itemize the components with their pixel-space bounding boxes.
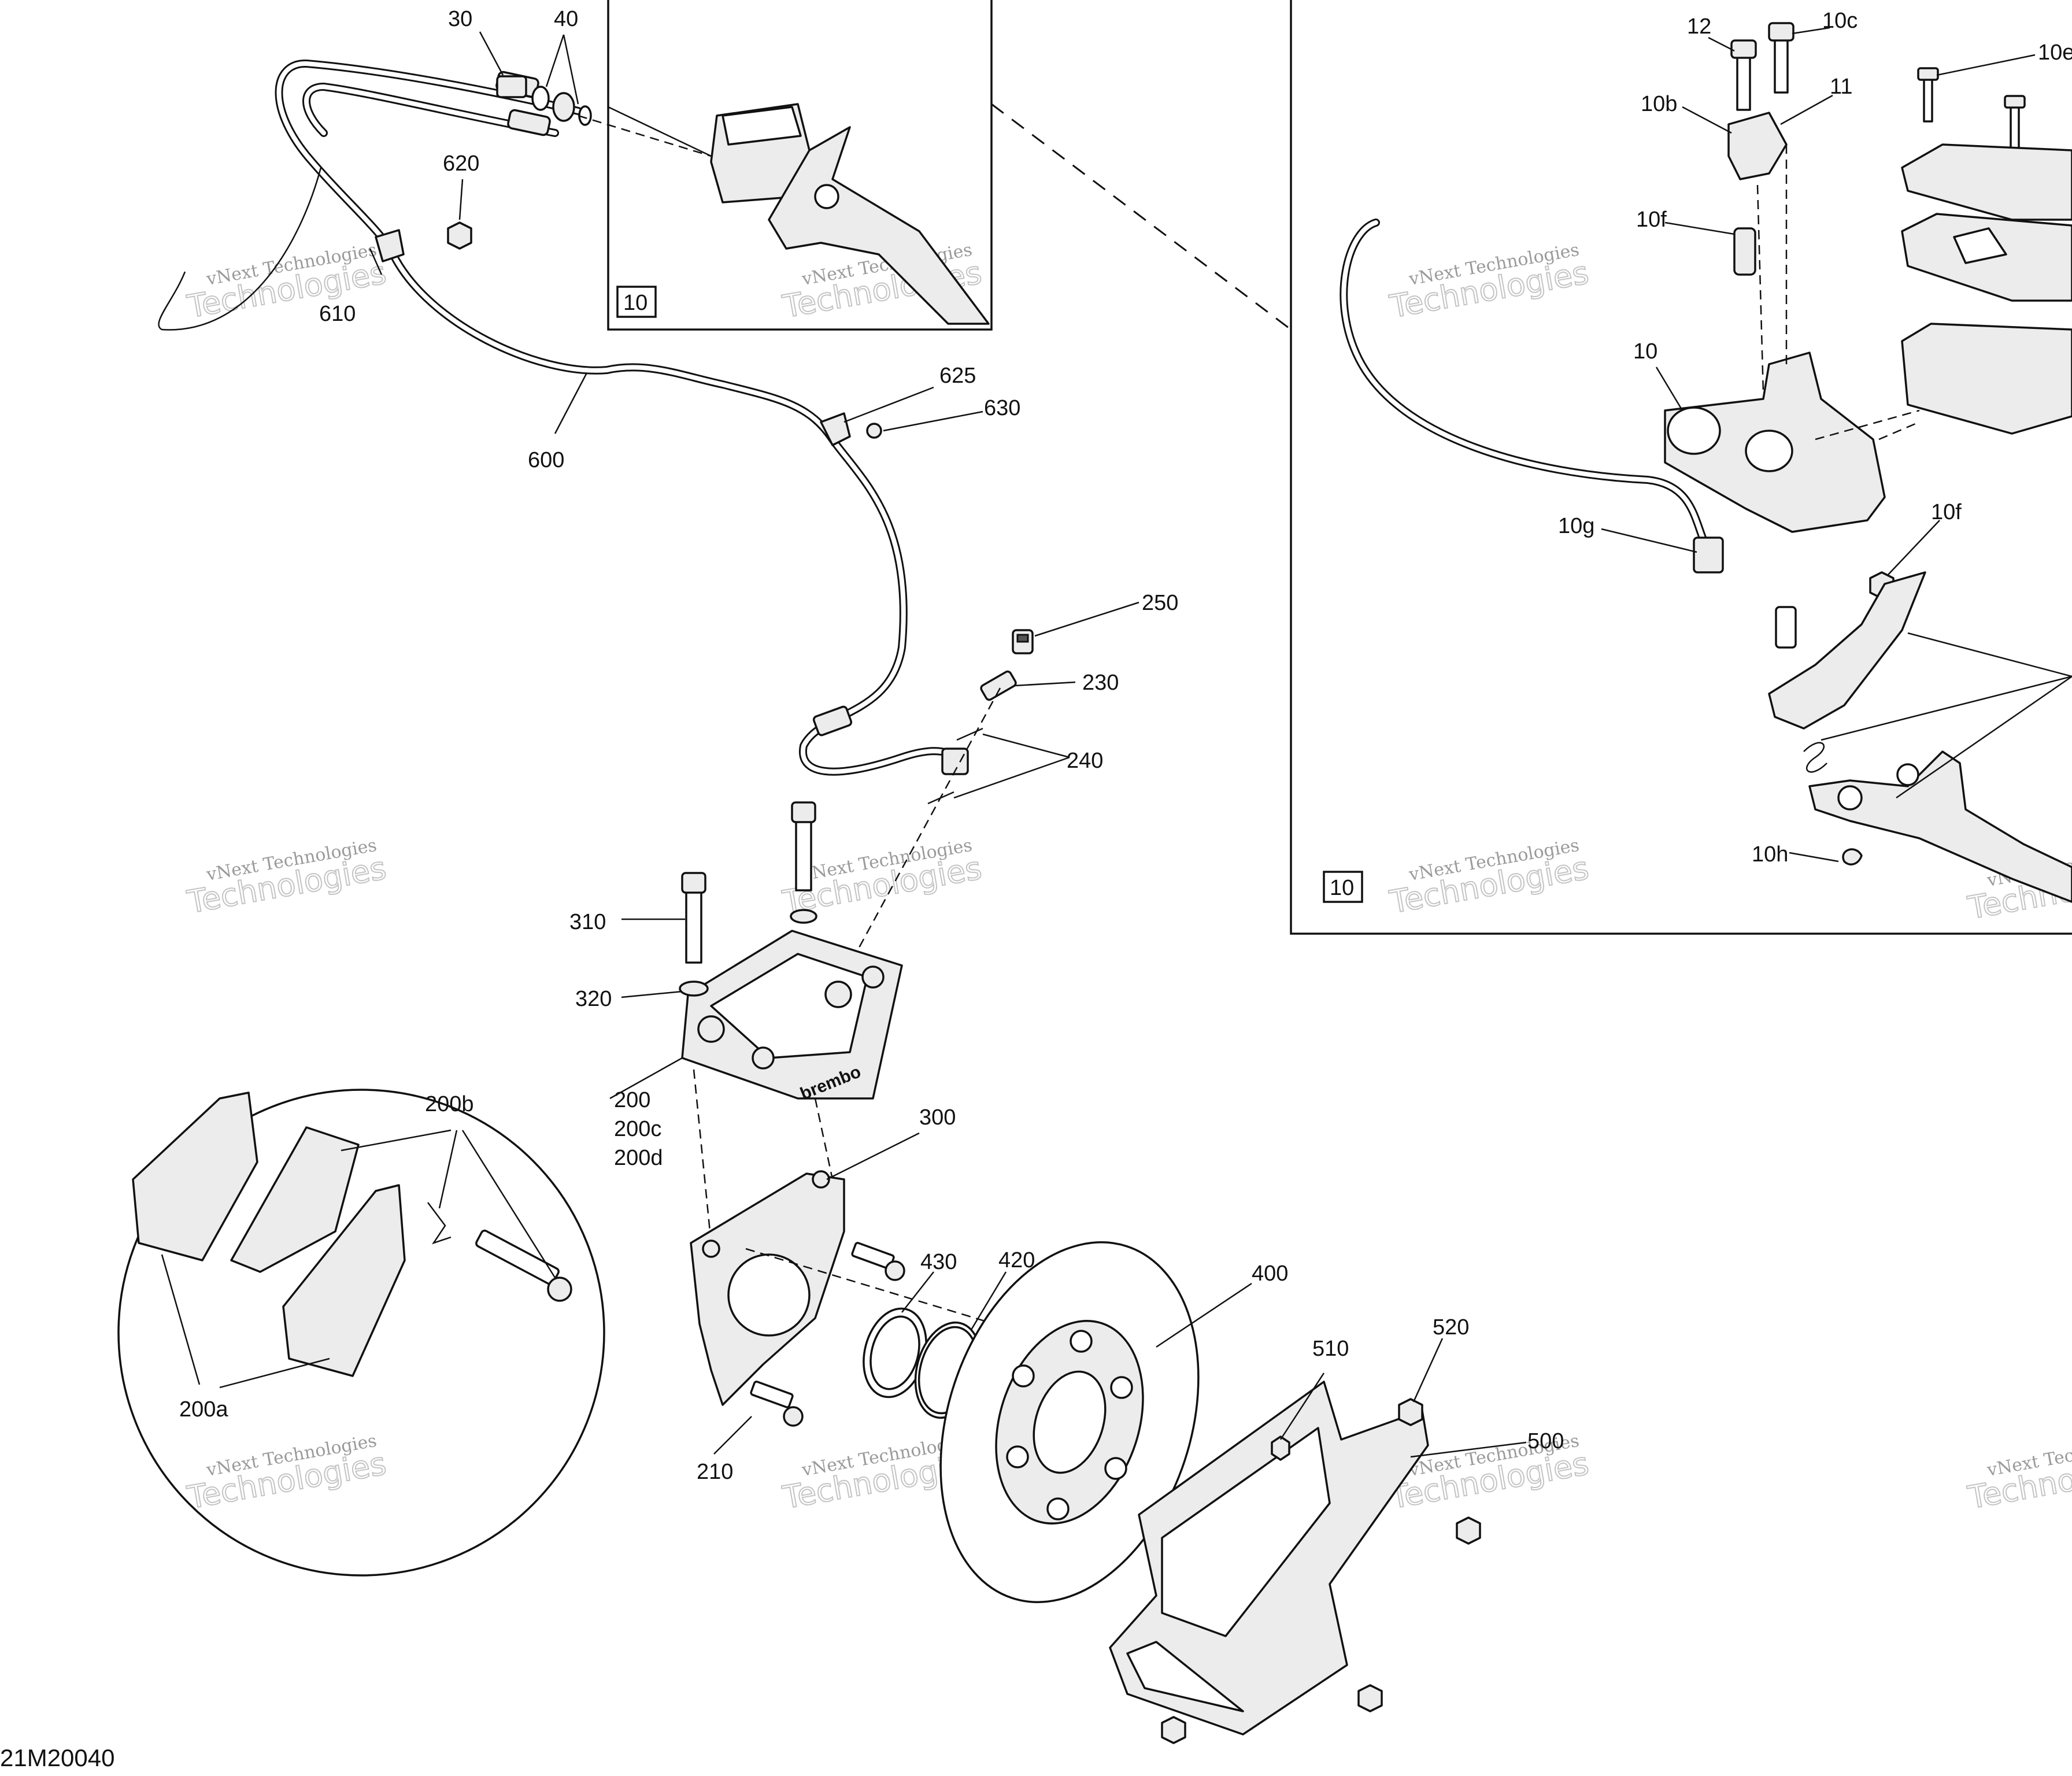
reservoir — [1901, 323, 2072, 435]
callout-10f-top: 10f — [1636, 208, 1667, 232]
callout-320: 320 — [575, 987, 612, 1011]
disc-guard-500 — [1109, 1381, 1429, 1736]
callout-420: 420 — [998, 1248, 1035, 1272]
callout-610: 610 — [319, 302, 356, 326]
callout-200a: 200a — [179, 1397, 228, 1422]
bolt-210 — [750, 1381, 804, 1427]
callout-300: 300 — [919, 1105, 956, 1130]
callout-620: 620 — [443, 151, 479, 176]
callout-10c: 10c — [1822, 9, 1858, 33]
bolt-12 — [1730, 39, 1757, 111]
callout-600: 600 — [528, 448, 564, 472]
callout-400: 400 — [1252, 1261, 1288, 1286]
nut-630 — [866, 423, 882, 439]
brake-disc-400 — [939, 1241, 1200, 1603]
brake-hose-600 — [275, 59, 969, 776]
callout-40: 40 — [554, 7, 578, 31]
callout-10: 10 — [1633, 339, 1657, 364]
o-ring-430 — [863, 1307, 927, 1398]
callout-430: 430 — [920, 1250, 957, 1274]
lever-adjuster — [1768, 571, 1926, 730]
sensor-wire-610 — [158, 167, 322, 331]
pad-pin-200b — [475, 1229, 572, 1302]
watermark: vNext Technologies Technologies — [184, 835, 390, 922]
leader-lines — [161, 27, 2072, 1458]
nut-620 — [447, 221, 472, 250]
nuts-520 — [1161, 1398, 1481, 1744]
master-cylinder-assembled — [608, 103, 990, 325]
callout-510: 510 — [1312, 1337, 1349, 1361]
reservoir-cover — [1901, 143, 2072, 221]
master-cylinder-exploded — [1340, 22, 2072, 903]
brake-caliper-200: brembo — [681, 930, 903, 1104]
pad-spring-200b — [230, 1126, 360, 1273]
watermark: vNext Technologies Technologies — [184, 1431, 390, 1517]
brake-lever — [1808, 750, 2072, 903]
master-cylinder-inset-frame: 10 — [607, 0, 993, 331]
callout-210: 210 — [697, 1460, 733, 1484]
callout-520: 520 — [1433, 1315, 1469, 1340]
caliper-bolt-upper — [790, 801, 817, 924]
banjo-fitting-30 — [496, 75, 527, 98]
washers-40 — [531, 86, 592, 126]
watermark: vNext Technologies Technologies — [1964, 1431, 2072, 1517]
brake-light-switch-250 — [1012, 629, 1034, 654]
callout-230: 230 — [1082, 671, 1119, 695]
callout-250: 250 — [1142, 591, 1178, 615]
callout-10b: 10b — [1641, 92, 1677, 116]
callout-11: 11 — [1830, 75, 1852, 99]
callout-10g: 10g — [1558, 514, 1594, 538]
bolt-510 — [1271, 1435, 1290, 1461]
brake-pad-200a-right — [282, 1184, 406, 1377]
caliper-bolt-310 — [679, 872, 709, 997]
lever-bolt — [1775, 606, 1797, 649]
exploded-box-label: 10 — [1330, 876, 1354, 900]
callout-310: 310 — [569, 910, 606, 934]
bolt-10c — [1768, 22, 1794, 94]
callout-200: 200 — [614, 1088, 650, 1112]
inset-box-label: 10 — [623, 291, 648, 315]
callout-200b: 200b — [425, 1092, 474, 1116]
callout-10e: 10e — [2038, 40, 2072, 65]
pin-clip-200b — [427, 1202, 452, 1245]
callout-630: 630 — [984, 396, 1020, 420]
watermark: vNext Technologies Technologies — [1386, 240, 1592, 326]
watermark: vNext Technologies Technologies — [1386, 835, 1592, 922]
callout-10h: 10h — [1752, 842, 1788, 867]
callout-10f-right: 10f — [1931, 500, 1962, 524]
brake-pad-detail — [117, 1089, 605, 1577]
banjo-bolt-230 — [980, 670, 1017, 701]
bolt-10f-top — [1733, 227, 1756, 276]
lever-spring — [1803, 742, 1827, 773]
callout-500: 500 — [1527, 1429, 1564, 1453]
clip-10h — [1842, 848, 1863, 865]
screws-10e — [1917, 67, 2026, 151]
brake-pad-200a-left — [132, 1092, 258, 1261]
diagram-code: 21M20040 — [0, 1744, 115, 1771]
exploded-master-cylinder-frame: 10 — [1290, 0, 2072, 935]
inset-connector-line — [991, 103, 1292, 331]
bolt-bracket-upper — [851, 1242, 905, 1281]
callout-200d: 200d — [614, 1146, 663, 1170]
callout-625: 625 — [939, 364, 976, 388]
callout-30: 30 — [448, 7, 472, 31]
callout-200c: 200c — [614, 1117, 661, 1141]
callout-12: 12 — [1687, 14, 1711, 39]
callout-labels: 30 40 620 610 600 625 630 250 230 240 31… — [179, 7, 2072, 1484]
caliper-bracket-300 — [690, 1170, 845, 1406]
callout-240: 240 — [1067, 749, 1103, 773]
